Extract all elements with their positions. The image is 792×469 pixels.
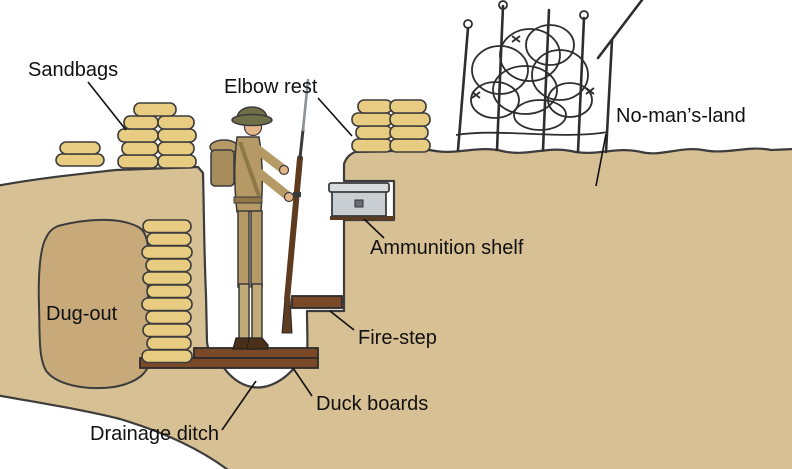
belt xyxy=(233,196,263,204)
sandbag xyxy=(157,141,195,156)
rifle-barrel xyxy=(298,128,305,160)
backpack xyxy=(210,149,235,187)
stake-top-loop xyxy=(463,19,473,29)
rifle-stock xyxy=(284,155,303,303)
leader-no-mans-land xyxy=(595,133,607,187)
sandbag xyxy=(389,99,427,114)
sandbag xyxy=(157,115,195,130)
sandbag xyxy=(357,99,393,114)
label-drainage-ditch: Drainage ditch xyxy=(90,423,219,445)
leg xyxy=(250,210,263,288)
label-sandbags: Sandbags xyxy=(28,59,118,81)
leader-elbow-rest xyxy=(317,97,353,137)
sandbag xyxy=(146,336,192,351)
wire-stake xyxy=(596,0,644,60)
sandbag xyxy=(146,284,192,299)
dugout-cavity xyxy=(37,218,153,390)
sandbag xyxy=(55,153,105,167)
puttee xyxy=(238,283,250,341)
sandbag xyxy=(389,112,431,127)
soldier xyxy=(209,78,310,350)
label-fire-step: Fire-step xyxy=(358,327,437,349)
sandbag xyxy=(123,115,159,130)
sandbag xyxy=(355,125,393,140)
sandbag xyxy=(389,125,429,140)
wire-stake xyxy=(456,26,470,152)
leader-fire-step xyxy=(329,310,355,331)
sandbag xyxy=(117,128,159,143)
sandbag xyxy=(145,258,192,273)
wire-coil xyxy=(525,24,575,66)
label-elbow-rest: Elbow rest xyxy=(224,76,318,98)
rifle xyxy=(281,78,310,334)
sandbag xyxy=(141,245,193,260)
sandbag xyxy=(142,219,192,234)
sandbag xyxy=(121,141,159,156)
sandbag xyxy=(389,138,431,153)
sandbag xyxy=(133,102,177,117)
stake-top-loop xyxy=(498,0,508,10)
stake-top-loop xyxy=(579,10,589,20)
arm xyxy=(253,167,293,201)
sandbag xyxy=(351,138,393,153)
bayonet xyxy=(301,78,310,132)
wire-coil xyxy=(492,65,558,115)
elbow-rest-sandbags xyxy=(351,99,431,153)
wire-coil xyxy=(470,81,520,119)
sandbag xyxy=(59,141,101,155)
duck-board-plank xyxy=(139,357,319,369)
ammunition-box-lid xyxy=(328,182,390,193)
wire-stake xyxy=(495,4,505,152)
boot xyxy=(246,337,269,350)
earth-cross-section xyxy=(0,147,792,469)
wire-strand xyxy=(455,131,609,136)
leg xyxy=(237,210,250,288)
leader-duck-boards xyxy=(292,367,313,397)
shoulder-strap xyxy=(238,141,261,197)
label-ammunition-shelf: Ammunition shelf xyxy=(370,237,524,259)
leader-drainage-ditch xyxy=(221,380,257,431)
sandbag xyxy=(145,310,192,325)
sandbag xyxy=(157,128,197,143)
sandbag xyxy=(146,232,192,247)
fire-step-board xyxy=(291,295,343,309)
label-dug-out: Dug-out xyxy=(46,303,118,325)
sandbag xyxy=(351,112,393,127)
sandbag xyxy=(142,323,192,338)
leader-ammunition-shelf xyxy=(363,218,385,239)
sandbag-pile-left xyxy=(55,141,105,167)
hand xyxy=(283,191,295,203)
wire-coil xyxy=(531,49,589,101)
sandbag-parapet-stack xyxy=(117,102,197,169)
sandbag xyxy=(141,349,193,364)
ammunition-box-latch xyxy=(354,199,364,208)
arm xyxy=(252,144,288,174)
sandbag xyxy=(142,271,192,286)
rifle-butt xyxy=(281,297,293,334)
hand xyxy=(278,164,290,176)
wire-barb xyxy=(585,87,595,95)
sandbag-column xyxy=(141,219,193,364)
label-duck-boards: Duck boards xyxy=(316,393,428,415)
sandbag xyxy=(141,297,193,312)
wire-barb xyxy=(471,91,481,99)
puttee xyxy=(251,283,263,341)
sandbag xyxy=(117,154,159,169)
wire-coil xyxy=(499,28,561,82)
wire-barb xyxy=(511,35,521,43)
sandbag xyxy=(157,154,197,169)
rifle-bolt xyxy=(293,192,301,197)
shelf-board xyxy=(330,216,394,220)
wire-coil xyxy=(513,99,567,131)
helmet-brim xyxy=(231,113,273,127)
wire-stake xyxy=(604,38,614,154)
barbed-wire xyxy=(455,0,644,154)
leader-sandbags xyxy=(87,81,127,131)
label-no-mans-land: No-man’s-land xyxy=(616,105,746,127)
ammunition-shelf xyxy=(328,182,394,220)
wire-coil xyxy=(471,45,529,95)
